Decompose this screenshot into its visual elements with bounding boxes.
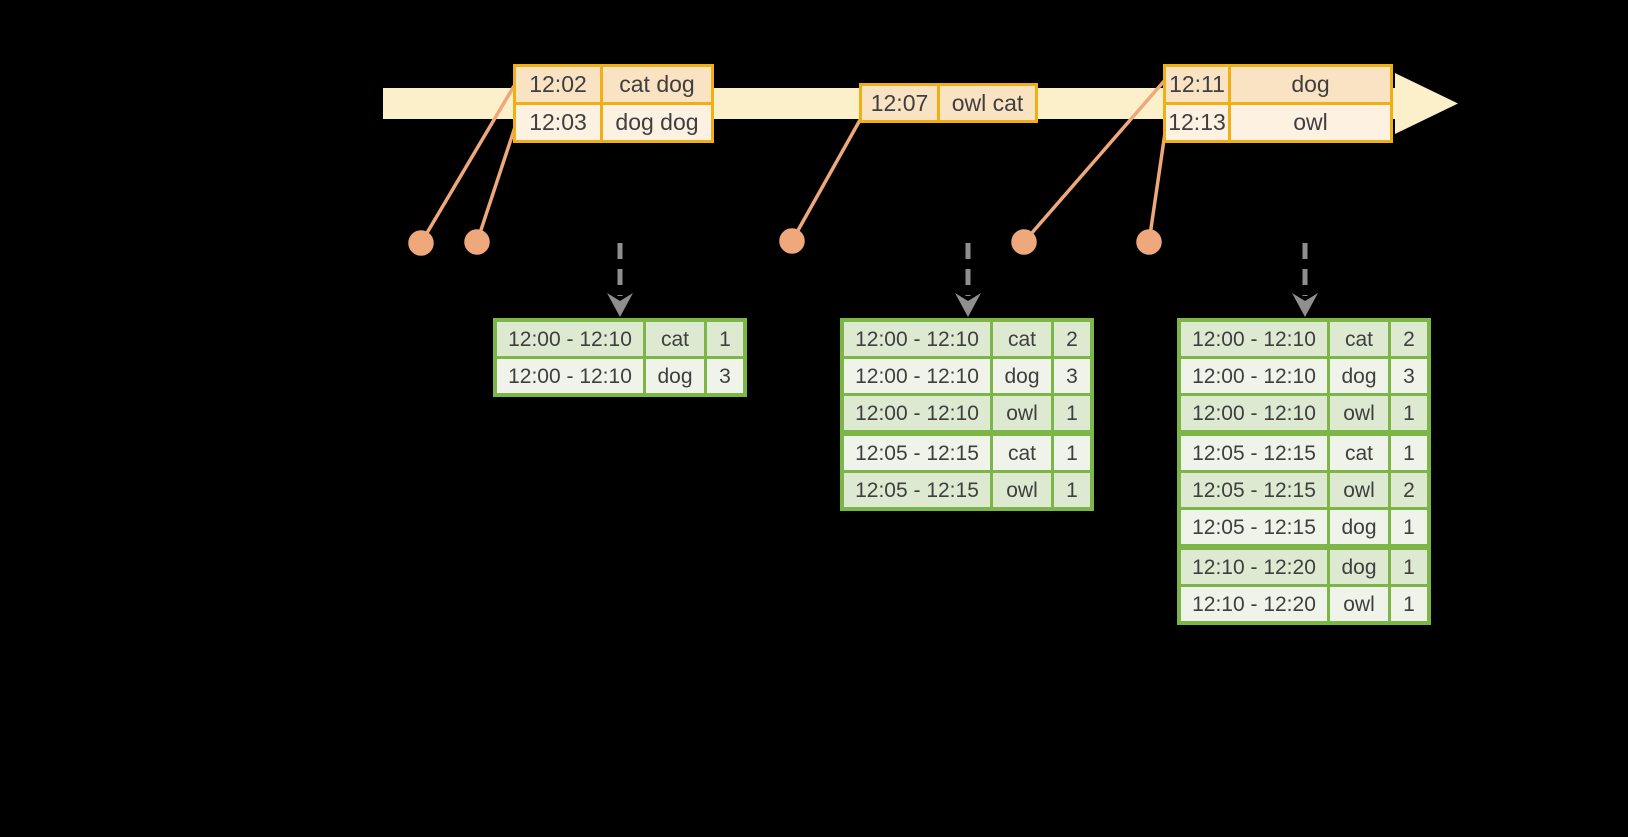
result-row: 12:00 - 12:10 cat 1 xyxy=(497,322,743,356)
result-count: 3 xyxy=(1054,359,1090,393)
result-window: 12:00 - 12:10 xyxy=(497,322,643,356)
result-row: 12:05 - 12:15 owl 2 xyxy=(1181,473,1427,507)
result-window: 12:05 - 12:15 xyxy=(1181,473,1327,507)
event-words: owl cat xyxy=(940,86,1035,120)
result-row: 12:00 - 12:10 dog 3 xyxy=(1181,359,1427,393)
event-dot-icon xyxy=(408,230,434,256)
result-count: 2 xyxy=(1054,322,1090,356)
connector-line xyxy=(1147,125,1168,243)
result-row: 12:00 - 12:10 cat 2 xyxy=(1181,322,1427,356)
result-window: 12:00 - 12:10 xyxy=(844,322,990,356)
event-dot-icon xyxy=(1011,229,1037,255)
event-dot-icon xyxy=(464,229,490,255)
trigger-arrow-icon xyxy=(955,243,981,317)
trigger-arrow-icon xyxy=(607,243,633,317)
connector-line xyxy=(475,123,518,243)
result-word: dog xyxy=(1330,510,1388,544)
result-word: dog xyxy=(993,359,1051,393)
event-row: 12:13 owl xyxy=(1166,105,1390,140)
result-row: 12:05 - 12:15 cat 1 xyxy=(1181,436,1427,470)
result-word: owl xyxy=(1330,473,1388,507)
result-row: 12:00 - 12:10 dog 3 xyxy=(497,359,743,393)
result-count: 1 xyxy=(1391,436,1427,470)
result-row: 12:00 - 12:10 owl 1 xyxy=(1181,396,1427,430)
result-window: 12:10 - 12:20 xyxy=(1181,587,1327,621)
result-row: 12:05 - 12:15 cat 1 xyxy=(844,436,1090,470)
result-table-1: 12:00 - 12:10 cat 1 12:00 - 12:10 dog 3 xyxy=(493,318,747,397)
result-word: cat xyxy=(993,436,1051,470)
event-connectors xyxy=(408,78,1168,256)
result-window: 12:05 - 12:15 xyxy=(1181,436,1327,470)
connector-line xyxy=(419,85,516,244)
event-time: 12:13 xyxy=(1166,105,1228,140)
result-count: 3 xyxy=(707,359,743,393)
result-count: 1 xyxy=(1391,396,1427,430)
result-window: 12:00 - 12:10 xyxy=(1181,396,1327,430)
result-window: 12:05 - 12:15 xyxy=(844,436,990,470)
event-time: 12:07 xyxy=(862,86,937,120)
result-word: owl xyxy=(1330,587,1388,621)
result-table-3: 12:00 - 12:10 cat 2 12:00 - 12:10 dog 3 … xyxy=(1177,318,1431,625)
result-count: 1 xyxy=(1054,436,1090,470)
result-window: 12:10 - 12:20 xyxy=(1181,550,1327,584)
result-word: cat xyxy=(1330,436,1388,470)
result-row: 12:10 - 12:20 owl 1 xyxy=(1181,587,1427,621)
result-window: 12:05 - 12:15 xyxy=(1181,510,1327,544)
result-count: 1 xyxy=(1054,473,1090,507)
result-row: 12:00 - 12:10 owl 1 xyxy=(844,396,1090,430)
event-words: dog dog xyxy=(603,105,711,140)
event-row: 12:02 cat dog xyxy=(516,67,711,102)
result-count: 1 xyxy=(1391,510,1427,544)
result-window: 12:05 - 12:15 xyxy=(844,473,990,507)
input-events-box-2: 12:07 owl cat xyxy=(859,83,1038,123)
result-row: 12:05 - 12:15 owl 1 xyxy=(844,473,1090,507)
input-events-box-1: 12:02 cat dog 12:03 dog dog xyxy=(513,64,714,143)
trigger-arrows xyxy=(607,243,1318,317)
result-word: cat xyxy=(1330,322,1388,356)
result-count: 1 xyxy=(1054,396,1090,430)
event-time: 12:03 xyxy=(516,105,600,140)
event-row: 12:03 dog dog xyxy=(516,105,711,140)
result-word: dog xyxy=(1330,359,1388,393)
result-word: owl xyxy=(1330,396,1388,430)
event-row: 12:11 dog xyxy=(1166,67,1390,102)
event-words: dog xyxy=(1231,67,1390,102)
connector-line xyxy=(790,119,862,242)
result-window: 12:00 - 12:10 xyxy=(1181,359,1327,393)
result-word: cat xyxy=(993,322,1051,356)
connector-line xyxy=(1022,78,1167,244)
trigger-arrow-icon xyxy=(1292,243,1318,317)
timeline-arrowhead-icon xyxy=(1395,73,1458,134)
result-count: 2 xyxy=(1391,473,1427,507)
result-word: owl xyxy=(993,473,1051,507)
result-row: 12:00 - 12:10 cat 2 xyxy=(844,322,1090,356)
result-row: 12:05 - 12:15 dog 1 xyxy=(1181,510,1427,544)
result-count: 1 xyxy=(1391,550,1427,584)
result-word: dog xyxy=(646,359,704,393)
event-words: owl xyxy=(1231,105,1390,140)
result-row: 12:10 - 12:20 dog 1 xyxy=(1181,550,1427,584)
result-word: cat xyxy=(646,322,704,356)
result-row: 12:00 - 12:10 dog 3 xyxy=(844,359,1090,393)
event-time: 12:11 xyxy=(1166,67,1228,102)
input-events-box-3: 12:11 dog 12:13 owl xyxy=(1163,64,1393,143)
event-row: 12:07 owl cat xyxy=(862,86,1035,120)
event-time: 12:02 xyxy=(516,67,600,102)
result-word: owl xyxy=(993,396,1051,430)
result-window: 12:00 - 12:10 xyxy=(844,396,990,430)
result-window: 12:00 - 12:10 xyxy=(497,359,643,393)
result-count: 1 xyxy=(707,322,743,356)
event-words: cat dog xyxy=(603,67,711,102)
result-window: 12:00 - 12:10 xyxy=(844,359,990,393)
result-count: 1 xyxy=(1391,587,1427,621)
result-word: dog xyxy=(1330,550,1388,584)
event-dot-icon xyxy=(779,228,805,254)
result-window: 12:00 - 12:10 xyxy=(1181,322,1327,356)
event-dot-icon xyxy=(1136,229,1162,255)
result-count: 2 xyxy=(1391,322,1427,356)
result-table-2: 12:00 - 12:10 cat 2 12:00 - 12:10 dog 3 … xyxy=(840,318,1094,511)
result-count: 3 xyxy=(1391,359,1427,393)
